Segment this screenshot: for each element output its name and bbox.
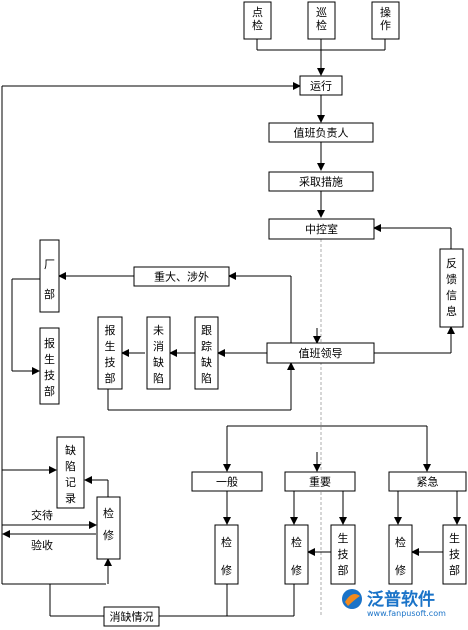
- node-caiqu: 采取措施: [268, 171, 374, 192]
- node-weixiao-label: 未消缺陷: [153, 324, 164, 385]
- node-jianxiu-1: 检修: [214, 524, 239, 585]
- node-baosheng-mid-label: 报生技部: [105, 323, 116, 385]
- node-caiqu-label: 采取措施: [299, 175, 343, 189]
- node-dianjian-label: 点检: [252, 6, 263, 32]
- brand-logo: 泛普软件 www.fanpusoft.com: [342, 589, 446, 618]
- node-jianxiu-left-label: 检修: [103, 506, 114, 542]
- node-jinji-label: 紧急: [417, 475, 439, 489]
- node-baosheng-mid: 报生技部: [97, 316, 123, 390]
- node-caozuo: 操作: [371, 1, 400, 40]
- node-yiban-label: 一般: [216, 476, 238, 489]
- node-xunjian-label: 巡检: [316, 6, 327, 32]
- node-yunxing-label: 运行: [310, 80, 332, 93]
- node-baosheng-left-label: 报生技部: [44, 336, 55, 398]
- node-zhongkong: 中控室: [268, 218, 375, 240]
- logo-name: 泛普软件: [367, 589, 435, 610]
- node-dianjian: 点检: [243, 1, 272, 40]
- node-shengjibu-3-label: 生技部: [449, 531, 460, 577]
- node-jinji: 紧急: [388, 471, 467, 492]
- node-jianxiu-3: 检修: [388, 524, 413, 585]
- node-genzong-label: 跟踪缺陷: [201, 324, 212, 385]
- node-jianxiu-3-label: 检修: [395, 535, 406, 577]
- logo-swoosh-icon: [345, 594, 360, 606]
- node-jianxiu-2-label: 检修: [291, 535, 302, 577]
- node-chang: 厂部: [39, 239, 60, 313]
- label-jiaodai: 交待: [31, 508, 53, 522]
- node-zhongda: 重大、涉外: [133, 266, 230, 287]
- node-yunxing: 运行: [299, 75, 343, 96]
- node-weixiao: 未消缺陷: [146, 316, 171, 390]
- logo-url: www.fanpusoft.com: [367, 609, 446, 618]
- node-xiaoque: 消缺情况: [103, 606, 160, 627]
- node-xunjian: 巡检: [307, 1, 336, 40]
- node-genzong: 跟踪缺陷: [194, 316, 219, 390]
- connectors: [1, 39, 461, 617]
- node-quexian-jilu: 缺陷记录: [56, 436, 85, 509]
- node-quexian-jilu-label: 缺陷记录: [65, 443, 76, 505]
- node-zhongda-label: 重大、涉外: [154, 270, 209, 284]
- node-caozuo-label: 操作: [380, 5, 391, 32]
- node-shengjibu-2-label: 生技部: [338, 531, 349, 577]
- node-fuzeren-label: 值班负责人: [294, 126, 349, 140]
- node-jianxiu-2: 检修: [284, 524, 309, 585]
- node-fankui: 反馈信息: [439, 248, 464, 328]
- node-yiban: 一般: [191, 471, 263, 492]
- node-shengjibu-3: 生技部: [442, 524, 467, 585]
- node-zhongkong-label: 中控室: [305, 222, 338, 236]
- label-yanshou: 验收: [31, 538, 53, 552]
- node-xiaoque-label: 消缺情况: [110, 610, 154, 624]
- node-shengjibu-2: 生技部: [330, 524, 356, 585]
- node-fuzeren: 值班负责人: [268, 122, 374, 143]
- node-lingdao-label: 值班领导: [299, 347, 343, 360]
- node-jianxiu-left: 检修: [96, 496, 121, 560]
- node-lingdao: 值班领导: [266, 342, 375, 364]
- node-jianxiu-1-label: 检修: [221, 535, 232, 577]
- node-fankui-label: 反馈信息: [446, 257, 457, 318]
- node-chang-label: 厂部: [44, 258, 55, 301]
- node-zhongyao: 重要: [284, 471, 356, 492]
- node-baosheng-left: 报生技部: [39, 327, 60, 405]
- node-zhongyao-label: 重要: [309, 475, 331, 489]
